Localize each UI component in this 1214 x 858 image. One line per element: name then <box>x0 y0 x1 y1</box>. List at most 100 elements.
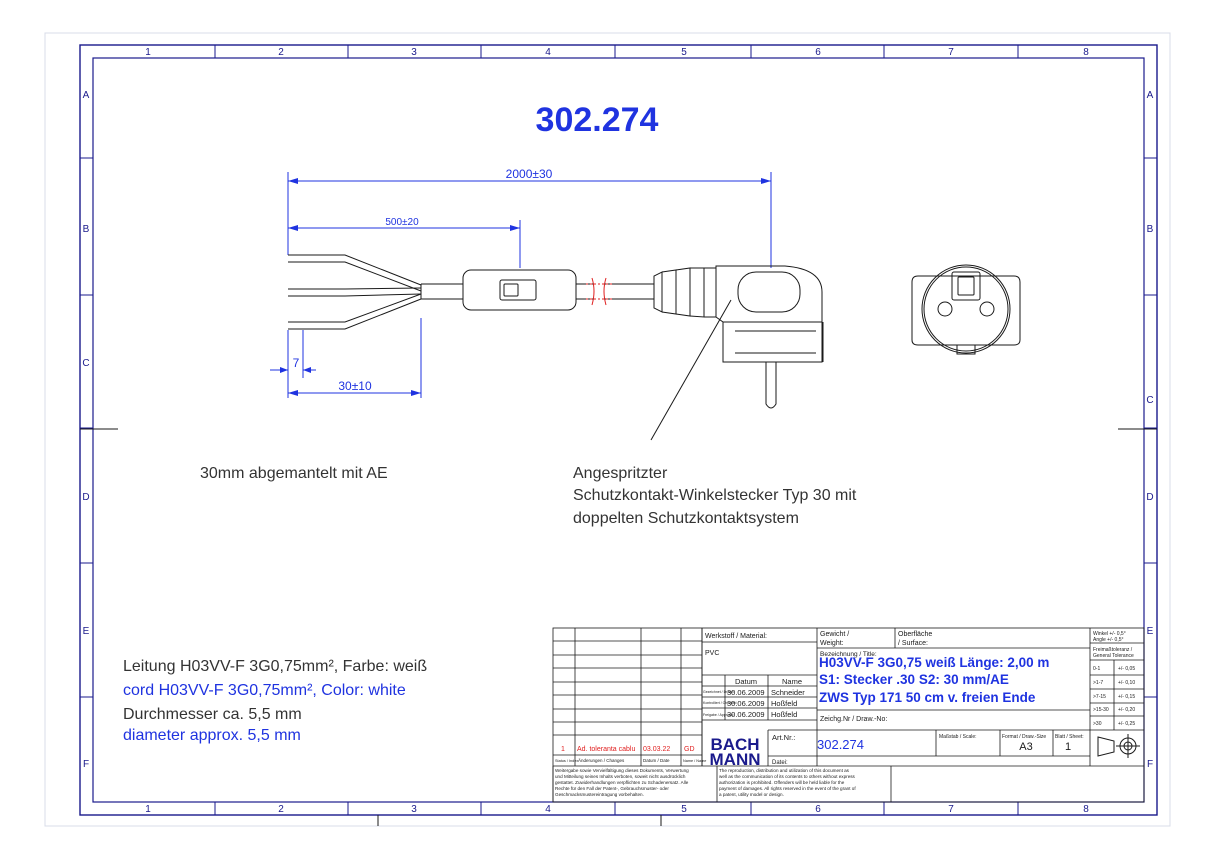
artnr-value: 302.274 <box>817 737 864 752</box>
drawno-label: Zeichg.Nr / Draw.-No: <box>820 716 887 723</box>
dim-strip-end: 7 <box>293 356 300 370</box>
tol-range: >7-15 <box>1093 694 1106 700</box>
plug-note-line: Angespritzter <box>573 465 668 482</box>
scale-label: Maßstab / Scale: <box>939 734 977 740</box>
row-name: Hoßfeld <box>771 710 797 719</box>
copyright-en: payment of damages. All rights reserved … <box>719 786 856 791</box>
spec-line-de: Durchmesser ca. 5,5 mm <box>123 706 302 723</box>
surface-label: Oberfläche <box>898 631 932 638</box>
row-label: C <box>82 358 89 369</box>
col-label: 7 <box>948 804 954 815</box>
title-label: Bezeichnung / Title: <box>820 651 877 658</box>
tol-range: >30 <box>1093 721 1102 727</box>
row-label: B <box>83 224 90 235</box>
angle-tolerance: Angle +/- 0,5° <box>1093 637 1124 643</box>
row-label: C <box>1146 395 1153 406</box>
row-label: E <box>83 626 90 637</box>
bachmann-logo: BACH MANN <box>710 735 761 769</box>
svg-text:BACH: BACH <box>710 735 759 754</box>
sheet-value: 1 <box>1065 741 1071 753</box>
angle-tolerance: Winkel +/- 0,5° <box>1093 631 1126 637</box>
row-label: A <box>1147 90 1154 101</box>
copyright-de: gestattet. Zuwiderhandlungen verpflichte… <box>555 780 689 785</box>
surface-label: / Surface: <box>898 640 928 647</box>
format-label: Format / Draw.-Size <box>1002 734 1046 740</box>
dim-strip: 30±10 <box>338 379 372 393</box>
svg-text:MANN: MANN <box>710 750 761 769</box>
row-label: A <box>83 90 90 101</box>
spec-line-en: diameter approx. 5,5 mm <box>123 727 301 744</box>
dim-overall: 2000±30 <box>506 167 553 181</box>
row-label: B <box>1147 224 1154 235</box>
sheet-label: Blatt / Sheet: <box>1055 734 1084 740</box>
copyright-de: und Mitteilung seines Inhalts verboten, … <box>555 774 686 779</box>
note-leader <box>650 299 732 441</box>
spec-line-en: cord H03VV-F 3G0,75mm², Color: white <box>123 682 406 699</box>
status-header: Status / Index <box>555 759 578 763</box>
cable-spec: Leitung H03VV-F 3G0,75mm², Farbe: weiß c… <box>123 658 427 744</box>
row-label: E <box>1147 626 1154 637</box>
drawing-number-title: 302.274 <box>536 101 659 139</box>
row-date: 30.06.2009 <box>727 699 765 708</box>
changes-header: Änderungen / Changes <box>578 757 625 763</box>
paper-edge <box>44 32 1171 827</box>
row-label: Freigabe / Approval <box>703 713 734 717</box>
revision-date: 03.03.22 <box>643 746 670 753</box>
revision-change: Ad. toleranta cablu <box>577 746 635 753</box>
col-label: 1 <box>145 47 151 58</box>
row-date: 30.06.2009 <box>727 688 765 697</box>
col-label: 4 <box>545 804 551 815</box>
copyright-en: well as the communication of its content… <box>719 774 856 779</box>
general-tolerance: General Tolerance <box>1093 653 1134 659</box>
col-label: 6 <box>815 804 821 815</box>
dimension-lines <box>270 172 772 398</box>
col-label: 3 <box>411 47 417 58</box>
row-label: D <box>82 492 89 503</box>
col-label: 2 <box>278 47 284 58</box>
copyright-de: Rechte für den Fall der Patent-, Gebrauc… <box>555 786 669 791</box>
strip-note: 30mm abgemantelt mit AE <box>200 465 388 482</box>
title-line: H03VV-F 3G0,75 weiß Länge: 2,00 m <box>819 655 1049 670</box>
row-date: 30.06.2009 <box>727 710 765 719</box>
row-name: Hoßfeld <box>771 699 797 708</box>
copyright-en: a patent, utility model or design. <box>719 792 784 797</box>
plug-note-line: doppelten Schutzkontaktsystem <box>573 510 799 527</box>
dim-switch: 500±20 <box>385 217 419 228</box>
tol-range: 0-1 <box>1093 666 1100 672</box>
datum-header: Datum <box>735 677 757 686</box>
tol-value: +/- 0,25 <box>1118 721 1135 727</box>
row-label: F <box>83 759 89 770</box>
row-label: F <box>1147 759 1153 770</box>
spec-line-de: Leitung H03VV-F 3G0,75mm², Farbe: weiß <box>123 658 427 675</box>
projection-symbol-icon <box>1097 734 1140 758</box>
title-block: BACH MANN Werkstoff / Material: PVC Gewi… <box>552 627 1145 803</box>
plug-face-view <box>911 264 1021 355</box>
row-name: Schneider <box>771 688 805 697</box>
name-header: Name <box>782 677 802 686</box>
cable-assembly <box>288 254 824 409</box>
col-label: 8 <box>1083 47 1089 58</box>
title-line: ZWS Typ 171 50 cm v. freien Ende <box>819 690 1036 705</box>
weight-label: Weight: <box>820 640 844 647</box>
file-label: Datei: <box>772 760 788 766</box>
artnr-label: Art.Nr.: <box>772 733 795 742</box>
material-value: PVC <box>705 650 719 657</box>
date-header: Datum / Date <box>643 758 670 763</box>
general-tolerance: Freimaßtoleranz / <box>1093 647 1133 653</box>
row-label: D <box>1146 492 1153 503</box>
col-label: 3 <box>411 804 417 815</box>
col-label: 5 <box>681 47 687 58</box>
col-label: 8 <box>1083 804 1089 815</box>
name-header-rev: Name / Name <box>683 759 706 763</box>
title-line: S1: Stecker .30 S2: 30 mm/AE <box>819 672 1009 687</box>
copyright-de: Weitergabe sowie Vervielfältigung dieses… <box>555 768 689 773</box>
col-label: 7 <box>948 47 954 58</box>
cable-break-marks <box>586 277 612 306</box>
col-label: 1 <box>145 804 151 815</box>
tol-value: +/- 0,20 <box>1118 707 1135 713</box>
material-label: Werkstoff / Material: <box>705 633 767 640</box>
row-label: Kontrolliert / Checked <box>703 701 737 705</box>
tol-value: +/- 0,15 <box>1118 694 1135 700</box>
plug-note-line: Schutzkontakt-Winkelstecker Typ 30 mit <box>573 487 857 504</box>
